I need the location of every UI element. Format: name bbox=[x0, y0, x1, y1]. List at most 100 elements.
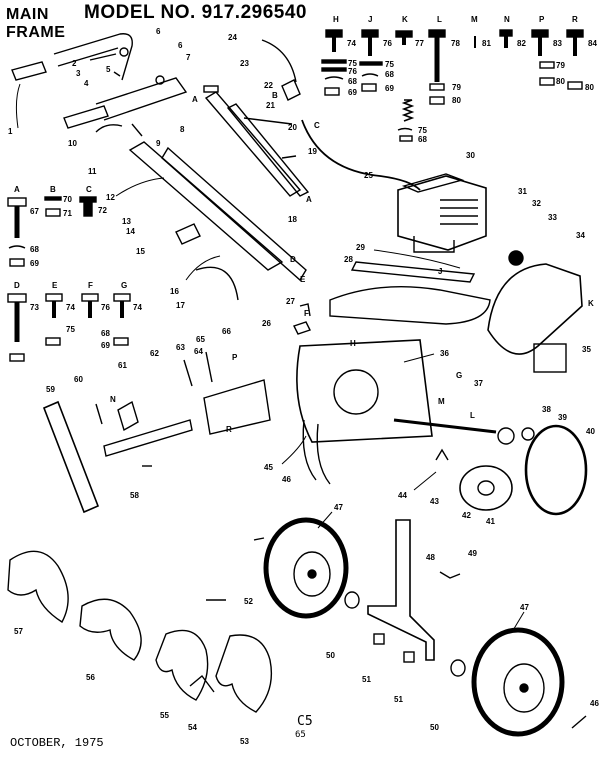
callout-60: 60 bbox=[74, 375, 83, 384]
engine-group bbox=[397, 173, 487, 253]
nut-69b bbox=[361, 83, 377, 92]
callout-42: 42 bbox=[462, 511, 471, 520]
nut-51a bbox=[373, 633, 385, 645]
mark-r: R bbox=[226, 425, 232, 434]
tine-56 bbox=[79, 598, 142, 661]
mark-k: K bbox=[588, 299, 594, 308]
leader-16 bbox=[185, 255, 221, 281]
callout-6b: 6 bbox=[178, 41, 183, 50]
wheel-group bbox=[253, 517, 587, 737]
clip-10 bbox=[95, 124, 123, 133]
callout-51a: 51 bbox=[362, 675, 371, 684]
callout-50b: 50 bbox=[430, 723, 439, 732]
engine-mount bbox=[413, 236, 455, 253]
engine-body bbox=[397, 175, 487, 251]
cable-17 bbox=[195, 266, 239, 301]
leader-36 bbox=[403, 353, 435, 363]
belt-guard-34 bbox=[487, 263, 583, 355]
callout-2: 2 bbox=[72, 59, 77, 68]
nut-80 bbox=[429, 96, 445, 105]
pulley-33 bbox=[508, 250, 524, 266]
callout-46b: 46 bbox=[590, 699, 599, 708]
callout-66: 66 bbox=[222, 327, 231, 336]
mark-p: P bbox=[232, 353, 238, 362]
washer-76 bbox=[321, 67, 347, 72]
hardware-top-group: H 74 J 76 K 77 L 78 M 81 N bbox=[321, 15, 597, 144]
wheel-right-center bbox=[519, 683, 529, 693]
callout-30: 30 bbox=[466, 151, 475, 160]
callout-45: 45 bbox=[264, 463, 273, 472]
nut-51b bbox=[403, 651, 415, 663]
callout-15: 15 bbox=[136, 247, 145, 256]
hw-left-d-num: 73 bbox=[30, 303, 39, 312]
lockwasher-68 bbox=[324, 76, 344, 80]
bolt-c-body bbox=[83, 201, 93, 217]
tine-45a bbox=[302, 419, 317, 481]
leader-29 bbox=[373, 249, 461, 269]
handle-bar-upper bbox=[53, 33, 133, 81]
bolt-r-head bbox=[566, 29, 584, 38]
callout-18: 18 bbox=[288, 215, 297, 224]
bolt-p-head bbox=[531, 29, 549, 38]
callout-16: 16 bbox=[170, 287, 179, 296]
leader-12 bbox=[115, 177, 165, 197]
callout-7: 7 bbox=[186, 53, 191, 62]
callout-17: 17 bbox=[176, 301, 185, 310]
callout-5: 5 bbox=[106, 65, 111, 74]
hw-mid-79: 79 bbox=[452, 83, 461, 92]
washer-75 bbox=[321, 59, 347, 64]
spring-9 bbox=[131, 123, 143, 137]
hw-letter-p: P bbox=[539, 15, 545, 24]
callout-48: 48 bbox=[426, 553, 435, 562]
wheel-left-hub bbox=[293, 551, 331, 597]
callout-49: 49 bbox=[468, 549, 477, 558]
section-title-line1: MAIN bbox=[6, 6, 49, 23]
wheel-left-tire bbox=[263, 517, 349, 619]
footer-date: OCTOBER, 1975 bbox=[10, 736, 104, 750]
callout-58: 58 bbox=[130, 491, 139, 500]
section-title-line2: FRAME bbox=[6, 24, 66, 41]
tine-45b bbox=[316, 423, 331, 485]
hw-left2-68: 68 bbox=[101, 329, 110, 338]
handle-grip-lower bbox=[63, 105, 109, 129]
control-lever bbox=[89, 53, 117, 61]
bolt-l-head bbox=[428, 29, 446, 38]
tine-54 bbox=[189, 674, 215, 693]
clutch-bracket-21 bbox=[281, 79, 301, 101]
hw-mid-75: 75 bbox=[348, 59, 357, 68]
hw-letter-k: K bbox=[402, 15, 408, 24]
tine-axle bbox=[393, 418, 497, 434]
hw-mid-80c: 80 bbox=[585, 83, 594, 92]
callout-52: 52 bbox=[244, 597, 253, 606]
callout-65: 65 bbox=[196, 335, 205, 344]
callout-3: 3 bbox=[76, 69, 81, 78]
nut-79b bbox=[539, 61, 555, 69]
tine-shield-28 bbox=[329, 285, 491, 325]
callout-6a: 6 bbox=[156, 27, 161, 36]
callout-20: 20 bbox=[288, 123, 297, 132]
tine-53 bbox=[215, 634, 273, 713]
mark-a2: A bbox=[192, 95, 198, 104]
hw-mid-69: 69 bbox=[348, 88, 357, 97]
pulley-42-inner bbox=[477, 480, 495, 496]
callout-40: 40 bbox=[586, 427, 595, 436]
bolt-f-head bbox=[81, 293, 99, 302]
hw-number-k: 77 bbox=[415, 39, 424, 48]
hw-left-a-letter: A bbox=[14, 185, 20, 194]
nut-g-69 bbox=[113, 337, 129, 346]
mark-g: G bbox=[456, 371, 462, 380]
hw-number-m: 81 bbox=[482, 39, 491, 48]
callout-54: 54 bbox=[188, 723, 197, 732]
bearing-39 bbox=[521, 427, 535, 441]
callout-24: 24 bbox=[228, 33, 237, 42]
hw-letter-n: N bbox=[504, 15, 510, 24]
spring-43 bbox=[435, 448, 449, 461]
callout-63: 63 bbox=[176, 343, 185, 352]
hw-letter-l: L bbox=[437, 15, 442, 24]
tine-55 bbox=[155, 629, 209, 701]
code-mark-b: 65 bbox=[295, 730, 306, 740]
callout-41: 41 bbox=[486, 517, 495, 526]
leader-47a bbox=[317, 511, 333, 529]
mark-m: M bbox=[438, 397, 445, 406]
leader-45 bbox=[281, 435, 307, 465]
